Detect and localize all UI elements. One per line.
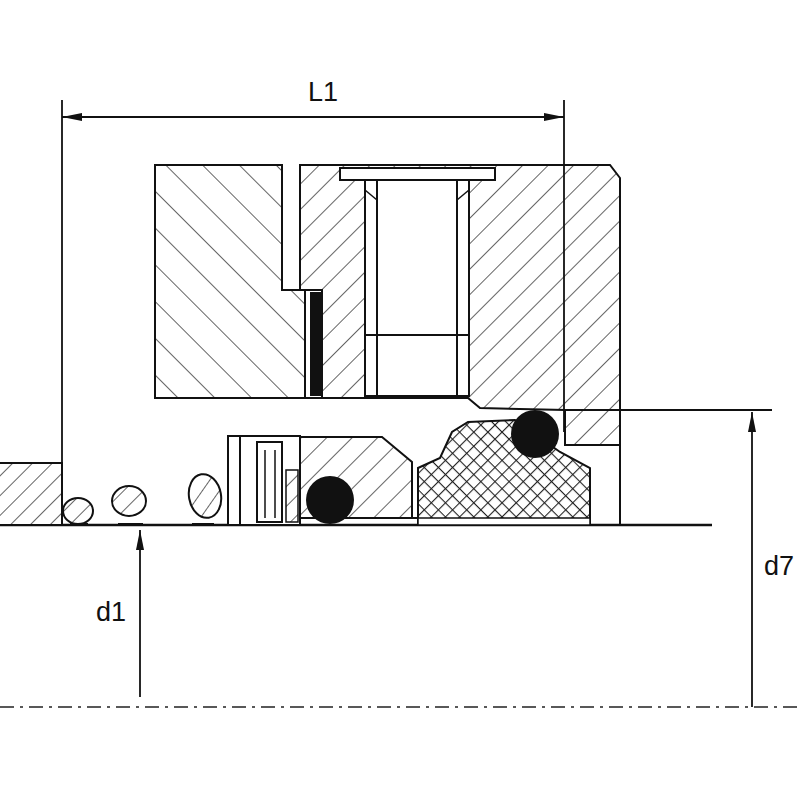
o-ring xyxy=(306,476,354,524)
dimension-label: d1 xyxy=(94,599,128,626)
dimension-d1 xyxy=(139,530,141,697)
dimension-label: L1 xyxy=(306,79,340,106)
seat-strip xyxy=(418,518,590,525)
gland-right xyxy=(300,165,620,445)
shaft-line xyxy=(0,524,712,527)
spring xyxy=(63,472,225,524)
dimension-label: d7 xyxy=(762,553,796,580)
o-ring xyxy=(511,410,559,458)
seat-ring xyxy=(418,420,590,525)
retainer xyxy=(228,436,300,525)
dimension-d7 xyxy=(566,410,772,707)
dimension-l1 xyxy=(62,100,564,468)
bolt xyxy=(340,168,495,396)
collar xyxy=(0,463,62,525)
gland-left xyxy=(155,165,305,398)
gland-edge xyxy=(619,445,621,525)
gland-bore xyxy=(155,397,468,399)
center-line xyxy=(0,706,800,708)
gasket xyxy=(310,292,321,396)
